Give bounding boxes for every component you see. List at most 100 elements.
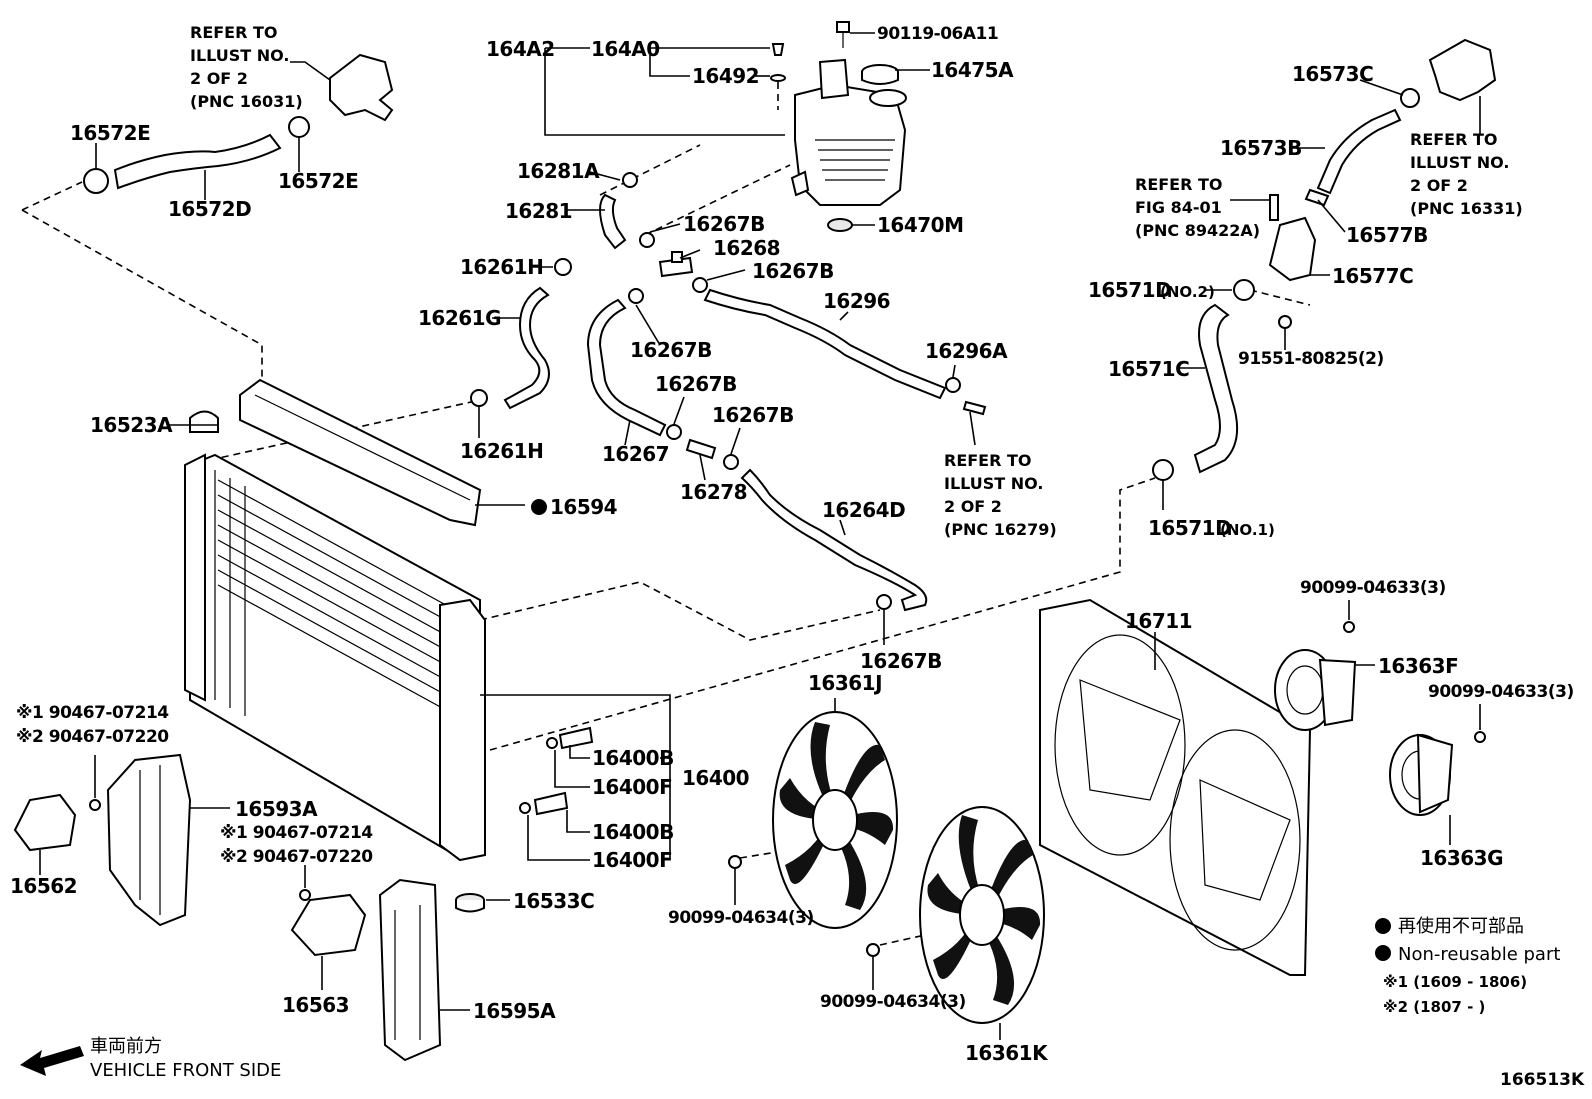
label-16533C: 16533C — [513, 889, 594, 913]
fan-16361J[interactable] — [772, 711, 898, 929]
clamp-16281A[interactable] — [622, 172, 638, 188]
shroud-16711[interactable] — [1039, 598, 1312, 976]
label-16572E-left: 16572E — [70, 121, 150, 145]
label-16595A: 16595A — [473, 999, 556, 1023]
connector-89422A[interactable] — [1269, 194, 1279, 221]
label-16261H-1: 16261H — [460, 255, 543, 279]
label-16281A: 16281A — [517, 159, 600, 183]
label-16573C: 16573C — [1292, 62, 1373, 86]
svg-text:ILLUST NO.: ILLUST NO. — [190, 46, 290, 65]
label-16594: 16594 — [550, 495, 617, 519]
clamp-16571D-no2[interactable] — [1233, 279, 1255, 301]
clamp-16261H-lower[interactable] — [470, 389, 488, 407]
reservoir-tank[interactable] — [790, 58, 907, 206]
label-16492: 16492 — [692, 64, 759, 88]
thermostat-housing-right[interactable] — [1428, 38, 1497, 102]
fitting-16268[interactable] — [658, 251, 694, 278]
bolt-90099-04634-a[interactable] — [728, 855, 742, 869]
label-16563: 16563 — [282, 993, 349, 1017]
bolt-91551[interactable] — [1278, 315, 1292, 329]
svg-text:FIG 84-01: FIG 84-01 — [1135, 198, 1222, 217]
radiator-cap-16523A[interactable] — [189, 410, 219, 433]
label-16573B: 16573B — [1220, 136, 1302, 160]
non-reusable-dot-16594 — [531, 499, 547, 515]
label-91551-80825: 91551-80825(2) — [1238, 349, 1384, 369]
clamp-16573C[interactable] — [1400, 88, 1420, 108]
label-16572E-right: 16572E — [278, 169, 358, 193]
ref-note-16031: REFER TO ILLUST NO. 2 OF 2 (PNC 16031) — [190, 23, 303, 111]
hose-16572D[interactable] — [113, 133, 282, 190]
hose-16571C[interactable] — [1193, 303, 1239, 474]
label-16571C: 16571C — [1108, 357, 1189, 381]
svg-text:2 OF 2: 2 OF 2 — [190, 69, 248, 88]
label-16268: 16268 — [713, 236, 780, 260]
label-16571D-no1-suffix: (NO.1) — [1220, 521, 1275, 539]
hose-16261G[interactable] — [503, 286, 550, 410]
clamp-16571D-no1[interactable] — [1152, 459, 1174, 481]
grommet-16533C[interactable] — [455, 893, 485, 913]
fitting-16577C[interactable] — [1268, 216, 1317, 282]
legend-dot-jp — [1375, 918, 1391, 934]
svg-text:2 OF 2: 2 OF 2 — [1410, 176, 1468, 195]
bracket-16562[interactable] — [13, 793, 77, 852]
label-90099-04634-a: 90099-04634(3) — [668, 908, 814, 928]
radiator-16400[interactable] — [184, 453, 486, 862]
label-16281: 16281 — [505, 199, 572, 223]
motor-16363G[interactable] — [1389, 733, 1454, 816]
bolt-90119[interactable] — [836, 21, 850, 48]
label-16571D-no1: 16571D — [1148, 516, 1231, 540]
label-16267B-3: 16267B — [630, 338, 712, 362]
seal-16595A[interactable] — [378, 878, 442, 1062]
connector-16278[interactable] — [685, 438, 717, 460]
drain-16400B-upper[interactable] — [546, 726, 594, 750]
screw-90099-04633-b[interactable] — [1474, 731, 1486, 743]
hose-16573B[interactable] — [1316, 108, 1402, 195]
screw-90099-04633-a[interactable] — [1343, 621, 1355, 633]
cap-16475A[interactable] — [861, 64, 899, 85]
bolt-90099-04634-b[interactable] — [866, 943, 880, 957]
label-16577C: 16577C — [1332, 264, 1413, 288]
label-16261H-2: 16261H — [460, 439, 543, 463]
label-16267: 16267 — [602, 442, 669, 466]
front-arrow-icon — [20, 1046, 84, 1076]
hose-16281[interactable] — [599, 193, 627, 250]
svg-text:REFER TO: REFER TO — [190, 23, 278, 42]
hose-16264D[interactable] — [740, 468, 928, 612]
fan-16361K[interactable] — [919, 806, 1045, 1024]
hose-16296[interactable] — [703, 288, 947, 400]
legend-dot-en — [1375, 945, 1391, 961]
pipe-stub-16279[interactable] — [962, 400, 987, 416]
grommet-16470M[interactable] — [827, 218, 853, 232]
label-16261G: 16261G — [418, 306, 501, 330]
drain-16400B-lower[interactable] — [519, 791, 569, 816]
gasket-16492[interactable] — [770, 74, 786, 82]
seal-16593A[interactable] — [106, 753, 192, 927]
clamp-16261H-upper[interactable] — [554, 258, 572, 276]
diagram-id: 166513K — [1500, 1070, 1585, 1090]
svg-text:(PNC 16279): (PNC 16279) — [944, 520, 1057, 539]
label-16267B-4: 16267B — [655, 372, 737, 396]
label-16267B-1: 16267B — [683, 212, 765, 236]
legend-note2: ※2 (1807 - ) — [1383, 998, 1485, 1016]
legend-non-reusable-en: Non-reusable part — [1398, 944, 1560, 965]
label-16711: 16711 — [1125, 609, 1192, 633]
clamps-16267B[interactable] — [628, 232, 961, 610]
label-16296: 16296 — [823, 289, 890, 313]
label-90099-04633-a: 90099-04633(3) — [1300, 578, 1446, 598]
label-16363F: 16363F — [1378, 654, 1458, 678]
cap-164A0[interactable] — [771, 43, 785, 56]
sensor-16577B[interactable] — [1304, 188, 1330, 207]
label-16267B-5: 16267B — [712, 403, 794, 427]
clip-90467-a[interactable] — [89, 799, 101, 811]
label-90099-04634-b: 90099-04634(3) — [820, 992, 966, 1012]
motor-16363F[interactable] — [1274, 649, 1357, 731]
label-16562: 16562 — [10, 874, 77, 898]
clamp-16572E-right[interactable] — [288, 116, 310, 138]
clip-90467-b[interactable] — [299, 889, 311, 901]
bracket-16563[interactable] — [290, 893, 367, 957]
radiator-support-16594[interactable] — [239, 378, 482, 527]
hose-16267[interactable] — [586, 298, 667, 437]
thermostat-housing-left[interactable] — [329, 53, 394, 122]
clamp-16572E-left[interactable] — [83, 168, 109, 194]
